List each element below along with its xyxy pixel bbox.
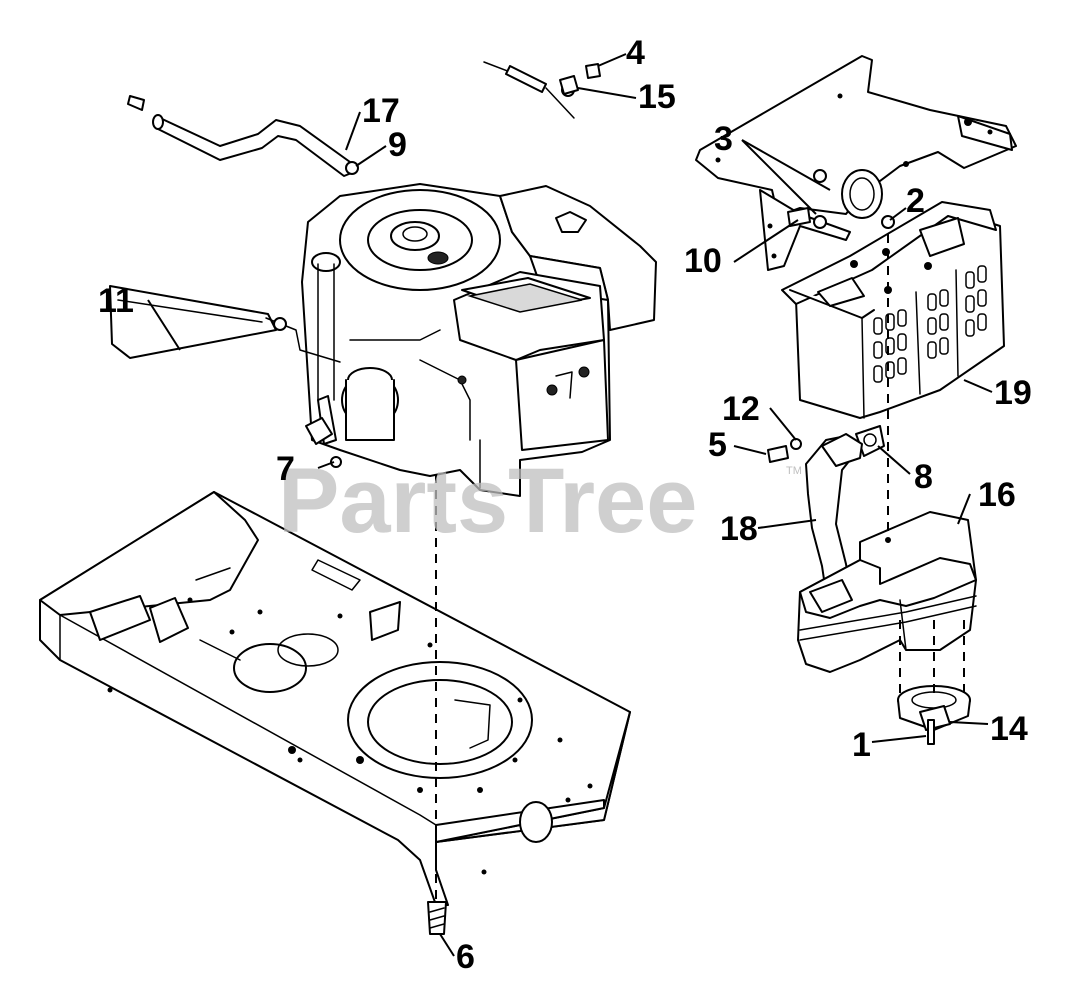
callout-18: 18 [720,510,758,548]
watermark-trademark: TM [786,465,802,477]
callout-9: 9 [388,126,407,164]
part-4-nut [585,63,601,79]
callout-10: 10 [684,242,722,280]
engine [301,183,657,497]
callout-numbers: 4 15 17 9 11 3 2 10 12 5 7 8 19 16 18 14… [98,34,1032,976]
callout-3: 3 [714,120,733,158]
callout-8: 8 [914,458,933,496]
callout-leaders [147,53,993,957]
callout-1: 1 [852,726,871,764]
part-10-bolt [787,207,827,229]
watermark: PartsTree [278,450,697,552]
part-7-nut [330,456,342,468]
callout-12: 12 [722,390,760,428]
callout-5: 5 [708,426,727,464]
callout-11: 11 [98,282,134,320]
part-9-clip [345,161,359,175]
callout-17: 16 [978,476,1016,514]
chassis-frame [39,491,631,906]
callout-16: 14 [990,710,1028,748]
part-17-muffler [797,511,977,673]
part-12-nut [790,438,802,450]
part-14-spring [483,61,579,119]
callout-19: 19 [994,374,1032,412]
callout-6: 6 [456,938,475,976]
callout-15: 17 [362,92,400,130]
part-5-bolt [767,445,789,463]
callout-14: 15 [638,78,676,116]
part-19-heat-shield [781,201,1005,419]
callout-4: 4 [626,34,645,72]
part-6-bolt [427,901,447,935]
callout-2: 2 [906,182,925,220]
heat-shield-vents [873,265,987,383]
part-15-tube [127,95,355,177]
assembly-lines [435,234,965,900]
part-1-screw [927,719,935,745]
callout-7: 7 [276,450,295,488]
part-18-exhaust-pipe [805,433,863,607]
